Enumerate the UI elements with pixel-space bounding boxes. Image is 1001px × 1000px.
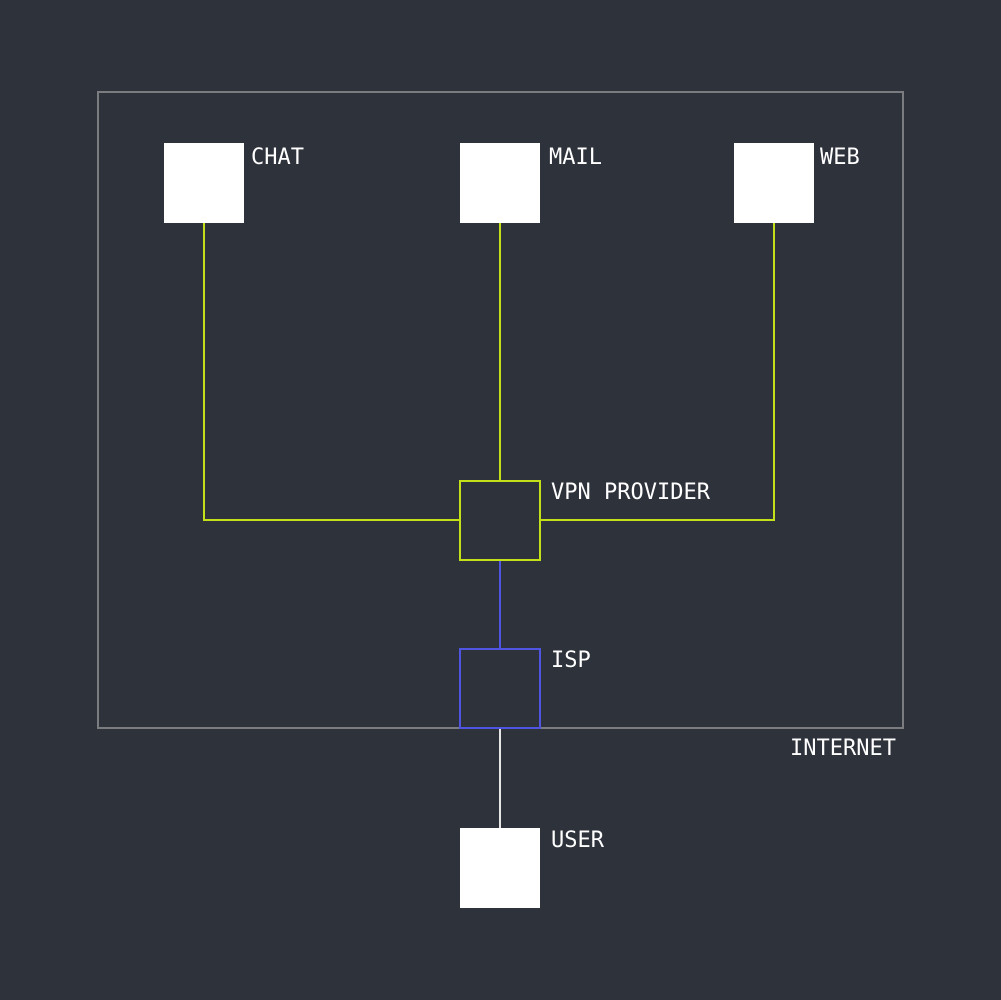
chat-node [164,143,244,223]
user-label: USER [551,828,605,853]
internet-label: INTERNET [790,736,896,761]
vpn-provider-node [459,480,541,561]
web-vpn-link [540,223,775,521]
isp-node [459,648,541,729]
mail-node [460,143,540,223]
chat-vpn-link [203,223,460,521]
mail-label: MAIL [549,145,602,170]
isp-label: ISP [551,648,591,673]
chat-label: CHAT [251,145,304,170]
web-node [734,143,814,223]
user-node [460,828,540,908]
web-label: WEB [820,145,860,170]
vpn-provider-label: VPN PROVIDER [551,480,711,505]
